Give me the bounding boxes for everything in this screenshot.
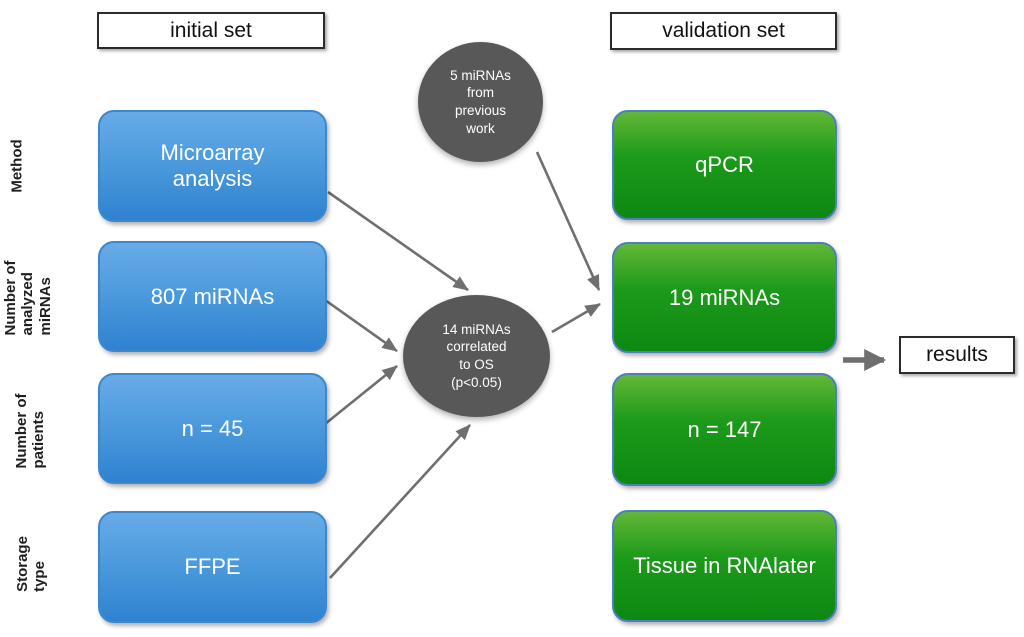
validation-box-tissue-rnalater-label: Tissue in RNAlater [633,553,816,578]
validation-box-qpcr-label: qPCR [695,152,754,177]
validation-box-n147-label: n = 147 [687,416,762,442]
results-box: results [899,336,1015,374]
arrow-807mirnas-to-correlated [324,298,398,353]
initial-box-n45-label: n = 45 [181,415,244,441]
row-label-number-analyzed-mirnas: Number of analyzed miRNAs [2,260,54,336]
initial-box-n45: n = 45 [98,373,327,484]
arrow-ffpe-to-correlated [329,424,471,579]
arrow-previouswork-to-19mirnas [535,151,601,291]
arrow-microarray-to-correlated [327,190,469,292]
row-label-method: Method [8,139,26,193]
node-5-mirnas-previous-work-label: 5 miRNAs from previous work [450,67,511,136]
initial-box-807-mirnas: 807 miRNAs [98,241,327,352]
validation-box-n147: n = 147 [612,373,837,486]
validation-box-19-mirnas-label: 19 miRNAs [668,284,781,310]
header-initial-set-label: initial set [170,18,252,42]
validation-box-qpcr: qPCR [612,110,837,220]
validation-box-tissue-rnalater: Tissue in RNAlater [612,510,837,622]
initial-box-microarray-analysis: Microarray analysis [98,110,327,222]
row-label-number-patients: Number of patients [12,393,47,469]
initial-box-ffpe: FFPE [98,511,327,623]
results-label: results [926,343,988,366]
header-validation-set: validation set [610,12,837,50]
node-5-mirnas-previous-work: 5 miRNAs from previous work [418,42,543,162]
arrow-correlated-to-19mirnas [551,302,601,334]
initial-box-807-mirnas-label: 807 miRNAs [150,283,275,309]
initial-box-ffpe-label: FFPE [184,554,241,579]
arrow-n45-to-correlated [324,364,398,426]
node-14-mirnas-correlated-label: 14 miRNAs correlated to OS (p<0.05) [442,321,511,390]
header-initial-set: initial set [97,12,325,49]
row-label-storage-type: Storage type [13,536,48,592]
validation-box-19-mirnas: 19 miRNAs [612,242,837,353]
node-14-mirnas-correlated: 14 miRNAs correlated to OS (p<0.05) [403,295,550,417]
header-validation-set-label: validation set [662,19,785,42]
initial-box-microarray-analysis-label: Microarray analysis [160,140,265,191]
